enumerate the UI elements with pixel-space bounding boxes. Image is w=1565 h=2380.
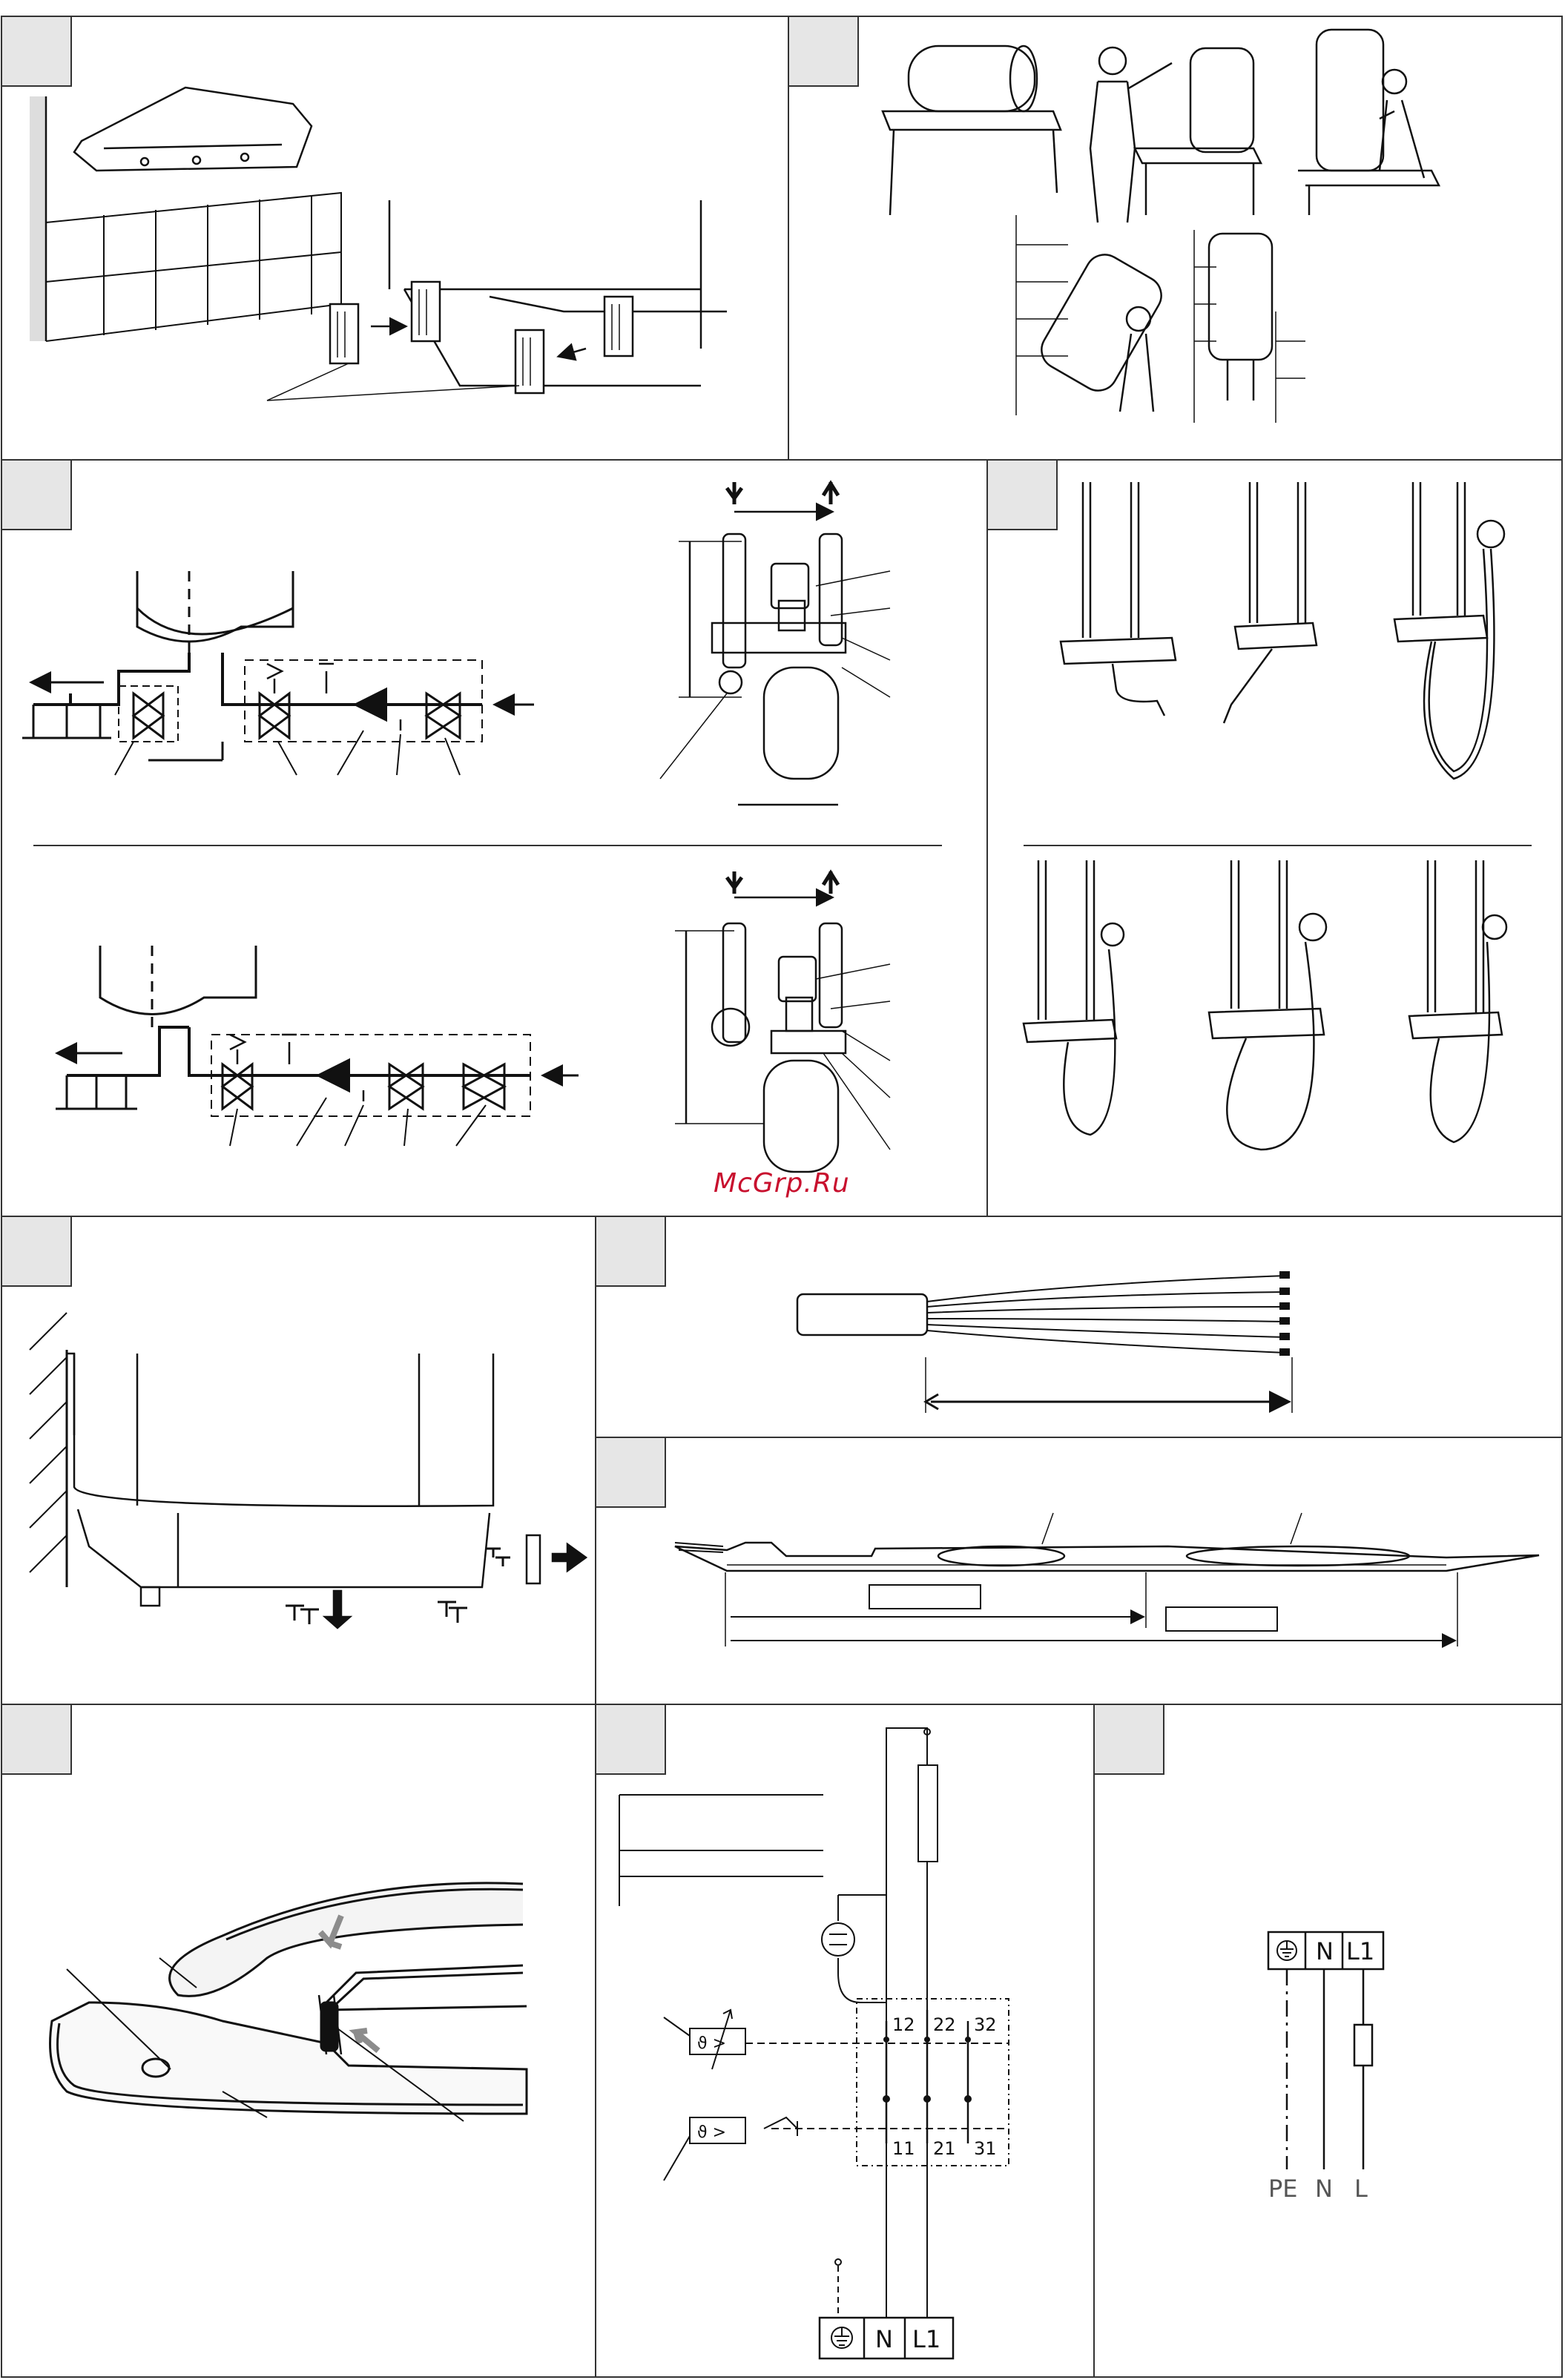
legend-n: N: [1315, 2175, 1333, 2203]
wall-bracket-illustration: [30, 88, 727, 400]
sealing-profile-cross-section: [50, 1883, 527, 2121]
supply-terminal-l1: L1: [1346, 1937, 1374, 1965]
mounting-sequence-illustration: [883, 30, 1439, 423]
legend-l: L: [1354, 2175, 1368, 2203]
contact-12-label: 12: [892, 2014, 915, 2035]
cable-stripping-illustration: [797, 1271, 1292, 1413]
pressure-fitting-schematic-lower: [56, 946, 579, 1146]
heating-element-rod-illustration: [675, 1513, 1539, 1646]
bottom-cover-removal-illustration: [30, 1313, 586, 1628]
terminal-block-bottom-labels: N L1: [875, 2325, 940, 2353]
contact-32-label: 32: [974, 2014, 997, 2035]
terminal-n-label: N: [875, 2325, 893, 2353]
tap-fittings-illustration: [1024, 482, 1532, 1150]
thermostat-wiring-schematic: ϑ > ϑ >: [619, 1728, 1009, 2358]
terminal-l1-label: L1: [912, 2325, 940, 2353]
panel-number-boxes: [1, 16, 1164, 1774]
fitting-group-drawing-lower: [675, 871, 890, 1172]
contact-22-label: 22: [933, 2014, 956, 2035]
pressure-fitting-schematic-upper: [22, 571, 534, 775]
watermark-text: McGrp.Ru: [714, 1168, 850, 1199]
thermostat-contact-labels: 12 22 32 11 21 31: [892, 2014, 997, 2159]
contact-31-label: 31: [974, 2138, 997, 2159]
contact-11-label: 11: [892, 2138, 915, 2159]
supply-terminal-n: N: [1316, 1937, 1334, 1965]
svg-text:ϑ >: ϑ >: [697, 2123, 726, 2142]
legend-pe: PE: [1268, 2175, 1298, 2203]
wiring-legend: PE N L: [1268, 2175, 1368, 2203]
supply-connection-schematic: [1268, 1932, 1383, 2169]
supply-terminal-labels: N L1: [1316, 1937, 1374, 1965]
fitting-group-drawing-upper: [660, 482, 890, 805]
contact-21-label: 21: [933, 2138, 956, 2159]
